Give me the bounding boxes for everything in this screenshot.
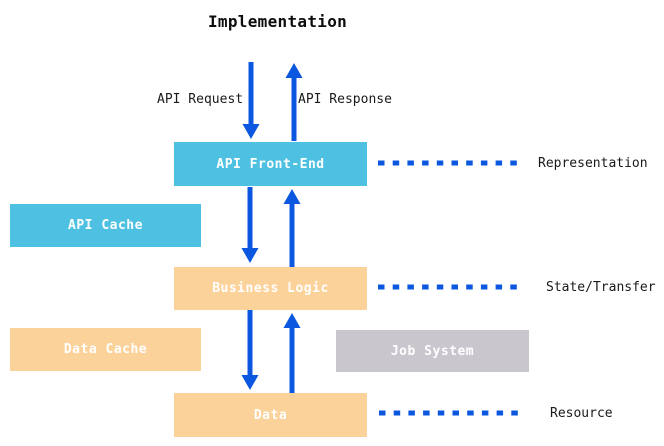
api-cache-box: API Cache [10, 204, 201, 247]
resource-layer-label: Resource [550, 406, 613, 421]
api-cache-box-label: API Cache [68, 218, 143, 233]
business-to-frontend-arrow-up [283, 189, 301, 268]
representation-layer-label: Representation [538, 156, 648, 171]
api-response-label: API Response [298, 92, 392, 107]
api-request-label: API Request [157, 92, 244, 107]
job-system-box: Job System [336, 330, 529, 372]
frontend-to-business-arrow-down [241, 187, 259, 263]
api-front-end-box: API Front-End [174, 142, 367, 186]
business-logic-box-label: Business Logic [212, 281, 329, 296]
data-cache-box: Data Cache [10, 328, 201, 371]
diagram-title: Implementation [208, 12, 348, 31]
api-request-arrow-down [242, 62, 260, 139]
data-to-business-arrow-up [283, 313, 301, 394]
api-front-end-box-label: API Front-End [216, 156, 325, 172]
data-box: Data [174, 393, 367, 437]
business-logic-box: Business Logic [174, 267, 367, 310]
business-to-data-arrow-down [241, 310, 259, 390]
data-cache-box-label: Data Cache [63, 342, 148, 357]
data-box-label: Data [253, 407, 288, 423]
state-transfer-layer-label: State/Transfer [546, 280, 656, 295]
job-system-box-label: Job System [390, 343, 475, 359]
